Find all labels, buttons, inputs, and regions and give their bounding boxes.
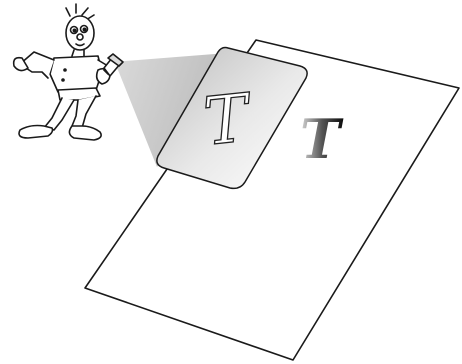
torso xyxy=(50,56,102,92)
left-shoe xyxy=(19,126,53,139)
cartoon-person xyxy=(14,4,123,140)
right-shoe xyxy=(69,126,101,140)
page-letter: T xyxy=(300,107,344,171)
